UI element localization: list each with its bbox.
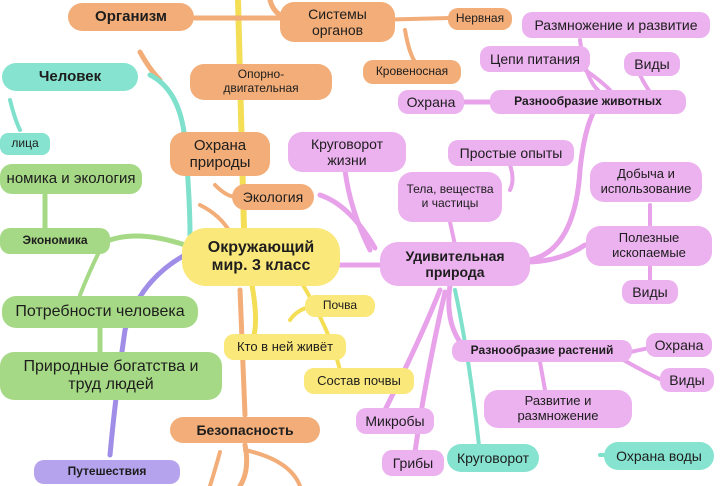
node-safety[interactable]: Безопасность — [170, 417, 320, 443]
connector-line — [8, 98, 22, 132]
node-organ-systems[interactable]: Системы органов — [280, 2, 395, 42]
node-natural-resources[interactable]: Природные богатства и труд людей — [0, 352, 222, 400]
node-protection-top[interactable]: Охрана — [398, 90, 464, 114]
node-person-face[interactable]: лица — [0, 133, 50, 155]
node-reproduction[interactable]: Размножение и развитие — [522, 12, 710, 38]
node-microbes[interactable]: Микробы — [356, 408, 434, 434]
node-plant-development[interactable]: Развитие и размножение — [484, 390, 632, 428]
connector-line — [412, 289, 448, 455]
connector-line — [208, 450, 222, 486]
node-nature-protection[interactable]: Охрана природы — [170, 132, 270, 176]
node-plant-protection[interactable]: Охрана — [646, 333, 712, 357]
node-extraction[interactable]: Добыча и использование — [590, 162, 702, 202]
node-soil-composition[interactable]: Состав почвы — [304, 368, 414, 394]
center-node[interactable]: Окружающий мир. 3 класс — [182, 228, 340, 286]
node-bodies-substances[interactable]: Тела, вещества и частицы — [398, 172, 502, 222]
node-food-chains[interactable]: Цепи питания — [480, 46, 590, 72]
connector-line — [522, 242, 588, 265]
connector-line — [107, 233, 188, 248]
node-human[interactable]: Человек — [2, 63, 138, 91]
connector-line — [446, 282, 463, 345]
connector-line — [298, 278, 342, 372]
connector-line — [107, 252, 188, 458]
node-plant-diversity[interactable]: Разнообразие растений — [452, 340, 632, 362]
node-ecology[interactable]: Экология — [232, 184, 314, 210]
node-species-mid[interactable]: Виды — [622, 280, 678, 304]
connector-line — [317, 192, 378, 251]
node-economy[interactable]: Экономика — [0, 228, 110, 254]
node-nervous[interactable]: Нервная — [448, 8, 512, 30]
node-water-protection[interactable]: Охрана воды — [604, 442, 714, 470]
connector-line — [508, 163, 515, 192]
node-fungi[interactable]: Грибы — [382, 450, 444, 476]
node-minerals[interactable]: Полезные ископаемые — [586, 226, 712, 266]
node-animal-diversity[interactable]: Разнообразие животных — [490, 90, 686, 114]
connector-line — [448, 220, 457, 247]
node-musculoskeletal[interactable]: Опорно-двигательная — [190, 64, 332, 100]
connector-line — [453, 288, 482, 457]
node-economy-ecology[interactable]: номика и экология — [0, 164, 142, 194]
node-travel[interactable]: Путешествия — [34, 460, 180, 484]
node-plant-species[interactable]: Виды — [660, 368, 714, 392]
node-organism[interactable]: Организм — [68, 3, 194, 31]
node-simple-experiments[interactable]: Простые опыты — [448, 140, 574, 166]
node-cycle[interactable]: Круговорот — [447, 444, 539, 472]
connector-line — [538, 360, 547, 392]
node-soil[interactable]: Почва — [305, 295, 375, 317]
node-amazing-nature[interactable]: Удивительная природа — [380, 242, 530, 286]
connector-line — [382, 287, 443, 413]
connector-line — [618, 356, 664, 382]
node-species-top[interactable]: Виды — [624, 52, 680, 76]
connector-line — [243, 448, 302, 486]
connector-line — [78, 248, 102, 297]
connector-line — [583, 68, 612, 92]
node-human-needs[interactable]: Потребности человека — [2, 296, 198, 328]
connector-line — [527, 99, 603, 263]
node-circulatory[interactable]: Кровеносная — [363, 60, 461, 84]
node-life-cycle[interactable]: Круговорот жизни — [288, 132, 406, 172]
connector-line — [342, 167, 373, 253]
node-who-lives[interactable]: Кто в ней живёт — [224, 334, 346, 360]
